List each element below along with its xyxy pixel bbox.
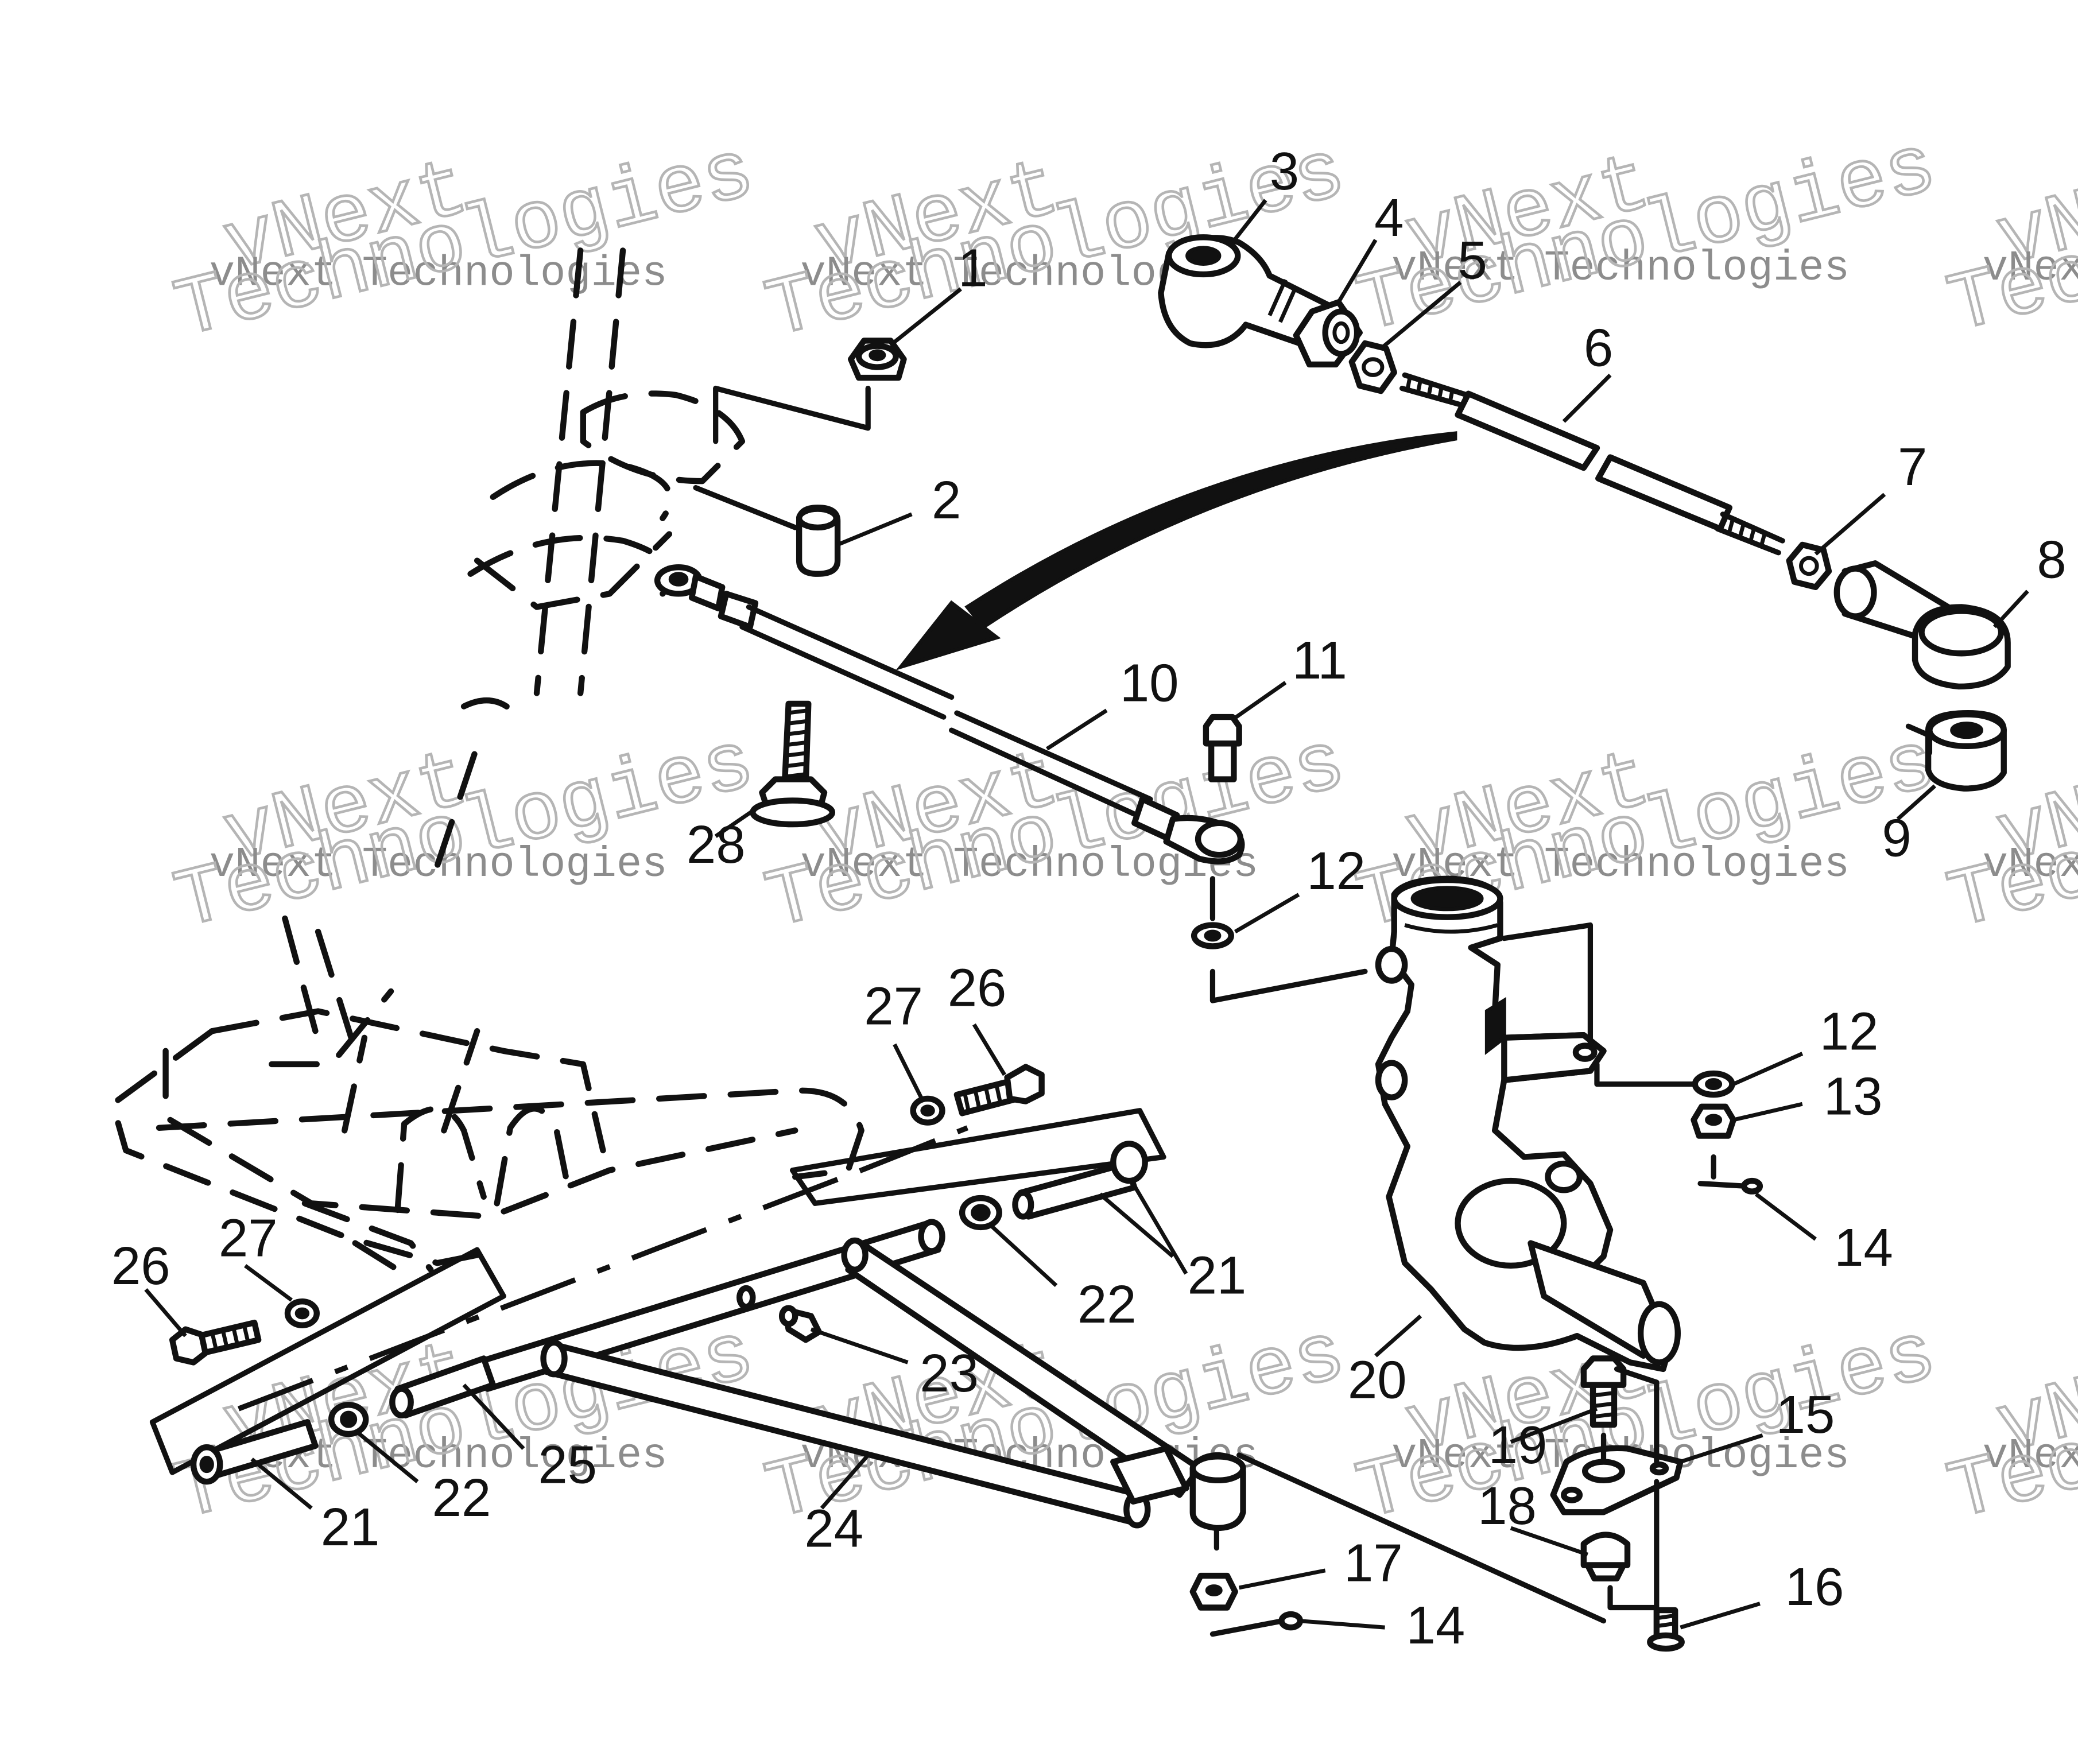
washer-22-left (328, 1402, 369, 1437)
callout-14-upper: 14 (1834, 1218, 1893, 1277)
callout-28: 28 (687, 815, 746, 874)
watermark: vNext vNext Technologies Technologies (165, 716, 764, 952)
steering-post-outline (434, 247, 746, 869)
jam-nut-7 (1786, 541, 1832, 591)
watermark-line2: vNext Technologies (1983, 842, 2078, 889)
callout-17: 17 (1344, 1533, 1403, 1592)
callout-27-left: 27 (219, 1208, 278, 1268)
washer-27-left (284, 1298, 320, 1328)
callout-2: 2 (932, 470, 961, 530)
steering-knuckle (1375, 875, 1699, 1373)
spacer-2 (693, 485, 841, 577)
callout-19: 19 (1488, 1415, 1548, 1475)
callout-21-left: 21 (321, 1497, 380, 1557)
callouts: 1 2 3 4 5 6 7 8 9 10 11 12 12 13 14 14 1… (111, 141, 2067, 1655)
washer-12-upper (1191, 876, 1368, 1003)
callout-5: 5 (1458, 230, 1487, 290)
watermark-line2: vNext Technologies (210, 250, 668, 298)
leader-lines (144, 199, 2029, 1630)
washer-27-right (910, 1095, 945, 1126)
callout-14-lower: 14 (1406, 1595, 1466, 1655)
washer-22-right (959, 1195, 1002, 1231)
callout-15: 15 (1776, 1385, 1835, 1444)
screw-16 (1647, 1607, 1685, 1652)
washer-12-lower (1692, 1070, 1735, 1098)
watermark: vNext vNext Technologies Technologies (165, 125, 764, 360)
watermark: vNext vNext Technologies Technologies (1939, 1306, 2078, 1542)
callout-13: 13 (1824, 1067, 1883, 1126)
ball-joint-18 (1580, 1479, 1660, 1611)
watermark-line2: vNext Technologies (1983, 245, 2078, 293)
cotter-pin-14-upper (1697, 1154, 1763, 1195)
callout-1: 1 (958, 238, 987, 298)
flange-bolt-28 (750, 700, 836, 828)
assembly-arrow-icon (895, 431, 1457, 670)
adjuster-sleeve (1293, 299, 1363, 368)
callout-8: 8 (2037, 530, 2066, 590)
tie-rod-assembled (654, 564, 1245, 864)
frame-outline (110, 915, 864, 1273)
castle-nut-13 (1691, 1103, 1736, 1139)
callout-10: 10 (1120, 653, 1179, 712)
callout-22-left: 22 (432, 1468, 491, 1527)
bolt-26-right (953, 1064, 1045, 1116)
lower-a-arm (474, 1219, 1203, 1529)
nut-1 (713, 338, 907, 444)
callout-25: 25 (538, 1435, 597, 1494)
watermark-line2: vNext Technologies (1391, 245, 1850, 293)
ball-joint-housing (1189, 1452, 1607, 1624)
watermark: vNext vNext Technologies Technologies (1939, 119, 2078, 355)
callout-20: 20 (1348, 1350, 1407, 1410)
callout-9: 9 (1882, 808, 1911, 867)
callout-26-right: 26 (948, 957, 1007, 1017)
cotter-pin-14-lower (1209, 1611, 1304, 1637)
bolt-26-left (169, 1319, 262, 1366)
grease-fitting-23 (778, 1305, 822, 1343)
callout-22-right: 22 (1077, 1274, 1137, 1334)
castle-nut-17 (1189, 1572, 1238, 1611)
callout-18: 18 (1478, 1476, 1537, 1536)
callout-4: 4 (1374, 188, 1404, 247)
bolt-11 (1203, 714, 1242, 782)
callout-27-right: 27 (864, 976, 923, 1036)
callout-12-lower: 12 (1820, 1002, 1879, 1061)
callout-23: 23 (920, 1343, 979, 1403)
watermark-line2: vNext Technologies (1983, 1433, 2078, 1480)
callout-21-right: 21 (1188, 1245, 1247, 1305)
callout-24: 24 (804, 1498, 863, 1558)
jam-nut-5 (1348, 340, 1397, 394)
tie-rod-6 (1399, 372, 1785, 556)
rod-end-right (1833, 560, 2011, 690)
pivot-bolt-21-left (190, 1419, 319, 1485)
callout-26-left: 26 (111, 1236, 170, 1296)
rod-end-bushing (1905, 710, 2007, 792)
tie-rod-exploded (1158, 234, 2011, 792)
callout-7: 7 (1898, 437, 1927, 497)
callout-3: 3 (1270, 141, 1299, 201)
callout-12-upper: 12 (1306, 841, 1366, 901)
ball-joint-plate-15 (1550, 1366, 1684, 1515)
callout-16: 16 (1785, 1557, 1844, 1616)
callout-6: 6 (1584, 317, 1613, 377)
pivot-sleeve-25 (389, 1355, 497, 1418)
callout-11: 11 (1292, 630, 1347, 690)
pivot-bolt-21-right (1012, 1141, 1148, 1220)
watermark: vNext vNext Technologies Technologies (1347, 119, 1947, 355)
frame-bracket-front (149, 1108, 1166, 1475)
